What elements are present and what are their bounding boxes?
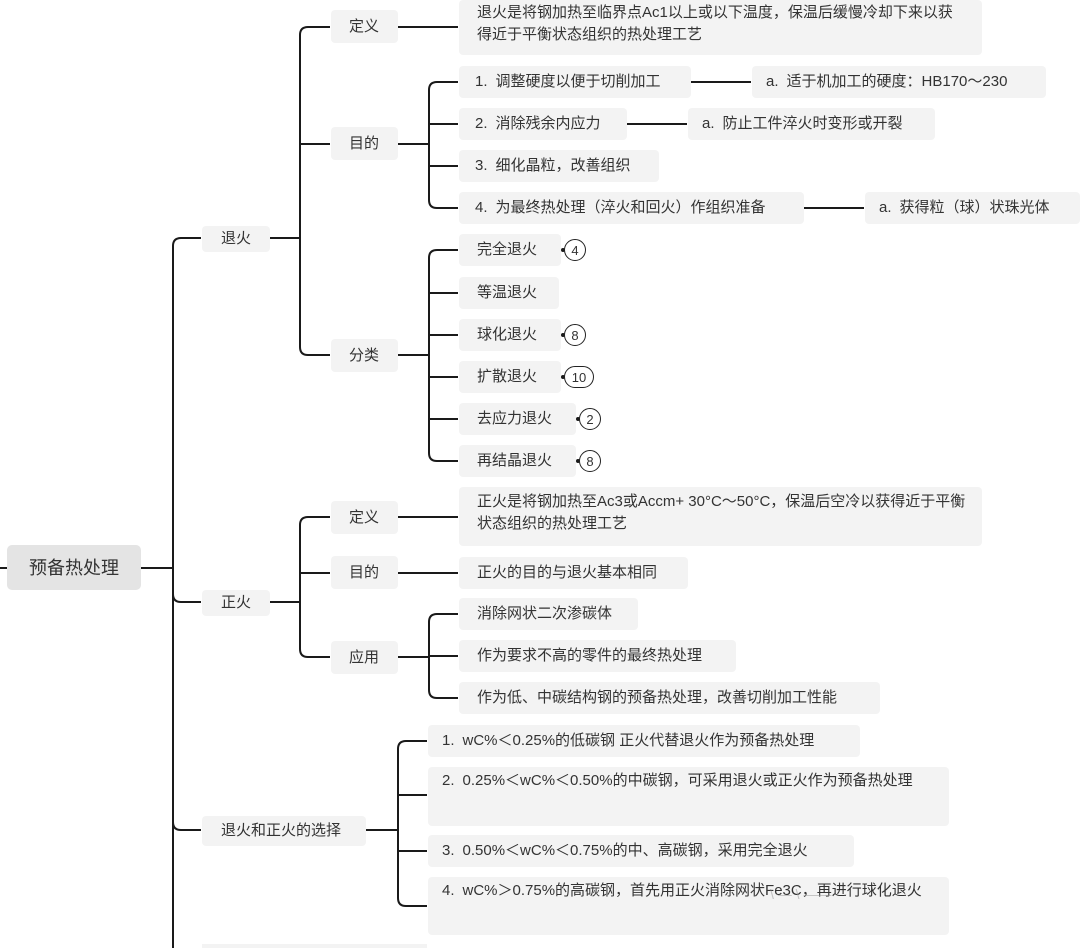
normalizing-purpose-text[interactable]: 正火的目的与退火基本相同	[459, 557, 688, 589]
item-number: 4.	[475, 199, 488, 216]
item-text: 细化晶粒，改善组织	[495, 157, 631, 174]
topic-selection[interactable]: 退火和正火的选择	[202, 816, 366, 846]
watermark: \ — \ ——	[770, 886, 832, 902]
normalizing-purpose-label[interactable]: 目的	[331, 556, 398, 589]
application-item[interactable]: 作为要求不高的零件的最终热处理	[459, 640, 736, 672]
classification-item[interactable]: 球化退火	[459, 319, 561, 351]
topic-annealing[interactable]: 退火	[202, 226, 270, 252]
item-text: 防止工件淬火时变形或开裂	[722, 115, 903, 132]
classification-item[interactable]: 等温退火	[459, 277, 559, 309]
purpose-subitem[interactable]: a. 适于机加工的硬度：HB170～230	[752, 66, 1046, 98]
item-text: wC%＜0.25%的低碳钢 正火代替退火作为预备热处理	[462, 732, 815, 749]
item-number: a.	[879, 199, 892, 216]
annealing-purpose-label[interactable]: 目的	[331, 127, 398, 160]
item-number: 3.	[475, 157, 488, 174]
annealing-definition-text[interactable]: 退火是将钢加热至临界点Ac1以上或以下温度，保温后缓慢冷却下来以获得近于平衡状态…	[459, 0, 982, 55]
selection-item[interactable]: 3. 0.50%＜wC%＜0.75%的中、高碳钢，采用完全退火	[428, 835, 854, 867]
root-topic[interactable]: 预备热处理	[7, 545, 141, 590]
item-number: 4.	[442, 882, 455, 899]
purpose-item[interactable]: 1. 调整硬度以便于切削加工	[459, 66, 691, 98]
item-number: 2.	[442, 772, 455, 789]
item-text: 消除残余内应力	[495, 115, 601, 132]
item-text: 调整硬度以便于切削加工	[495, 73, 661, 90]
item-text: 适于机加工的硬度：HB170～230	[786, 73, 1008, 90]
count-badge[interactable]: 4	[564, 239, 586, 261]
normalizing-definition-label[interactable]: 定义	[331, 501, 398, 534]
count-badge[interactable]: 8	[564, 324, 586, 346]
item-number: a.	[702, 115, 715, 132]
selection-item[interactable]: 1. wC%＜0.25%的低碳钢 正火代替退火作为预备热处理	[428, 725, 860, 757]
count-badge[interactable]: 10	[564, 366, 594, 388]
annealing-classification-label[interactable]: 分类	[331, 339, 398, 372]
item-number: 2.	[475, 115, 488, 132]
item-number: 3.	[442, 842, 455, 859]
next-topic-edge	[202, 944, 427, 948]
topic-normalizing[interactable]: 正火	[202, 590, 270, 616]
item-text: wC%＞0.75%的高碳钢，首先用正火消除网状Fe3C，再进行球化退火	[462, 882, 922, 899]
selection-item[interactable]: 2. 0.25%＜wC%＜0.50%的中碳钢，可采用退火或正火作为预备热处理	[428, 767, 949, 826]
purpose-item[interactable]: 2. 消除残余内应力	[459, 108, 627, 140]
normalizing-application-label[interactable]: 应用	[331, 641, 398, 674]
item-text: 0.25%＜wC%＜0.50%的中碳钢，可采用退火或正火作为预备热处理	[462, 772, 913, 789]
purpose-item[interactable]: 3. 细化晶粒，改善组织	[459, 150, 659, 182]
purpose-subitem[interactable]: a. 获得粒（球）状珠光体	[865, 192, 1080, 224]
count-badge[interactable]: 2	[579, 408, 601, 430]
item-text: 获得粒（球）状珠光体	[899, 199, 1050, 216]
application-item[interactable]: 消除网状二次渗碳体	[459, 598, 638, 630]
item-text: 为最终热处理（淬火和回火）作组织准备	[495, 199, 766, 216]
item-number: a.	[766, 73, 779, 90]
count-badge[interactable]: 8	[579, 450, 601, 472]
selection-item[interactable]: 4. wC%＞0.75%的高碳钢，首先用正火消除网状Fe3C，再进行球化退火	[428, 877, 949, 935]
purpose-item[interactable]: 4. 为最终热处理（淬火和回火）作组织准备	[459, 192, 804, 224]
item-number: 1.	[475, 73, 488, 90]
purpose-subitem[interactable]: a. 防止工件淬火时变形或开裂	[688, 108, 935, 140]
application-item[interactable]: 作为低、中碳结构钢的预备热处理，改善切削加工性能	[459, 682, 880, 714]
annealing-definition-label[interactable]: 定义	[331, 10, 398, 43]
normalizing-definition-text[interactable]: 正火是将钢加热至Ac3或Accm+ 30°C～50°C，保温后空冷以获得近于平衡…	[459, 487, 982, 546]
item-text: 0.50%＜wC%＜0.75%的中、高碳钢，采用完全退火	[462, 842, 808, 859]
classification-item[interactable]: 完全退火	[459, 234, 561, 266]
item-number: 1.	[442, 732, 455, 749]
classification-item[interactable]: 再结晶退火	[459, 445, 576, 477]
classification-item[interactable]: 扩散退火	[459, 361, 561, 393]
classification-item[interactable]: 去应力退火	[459, 403, 576, 435]
